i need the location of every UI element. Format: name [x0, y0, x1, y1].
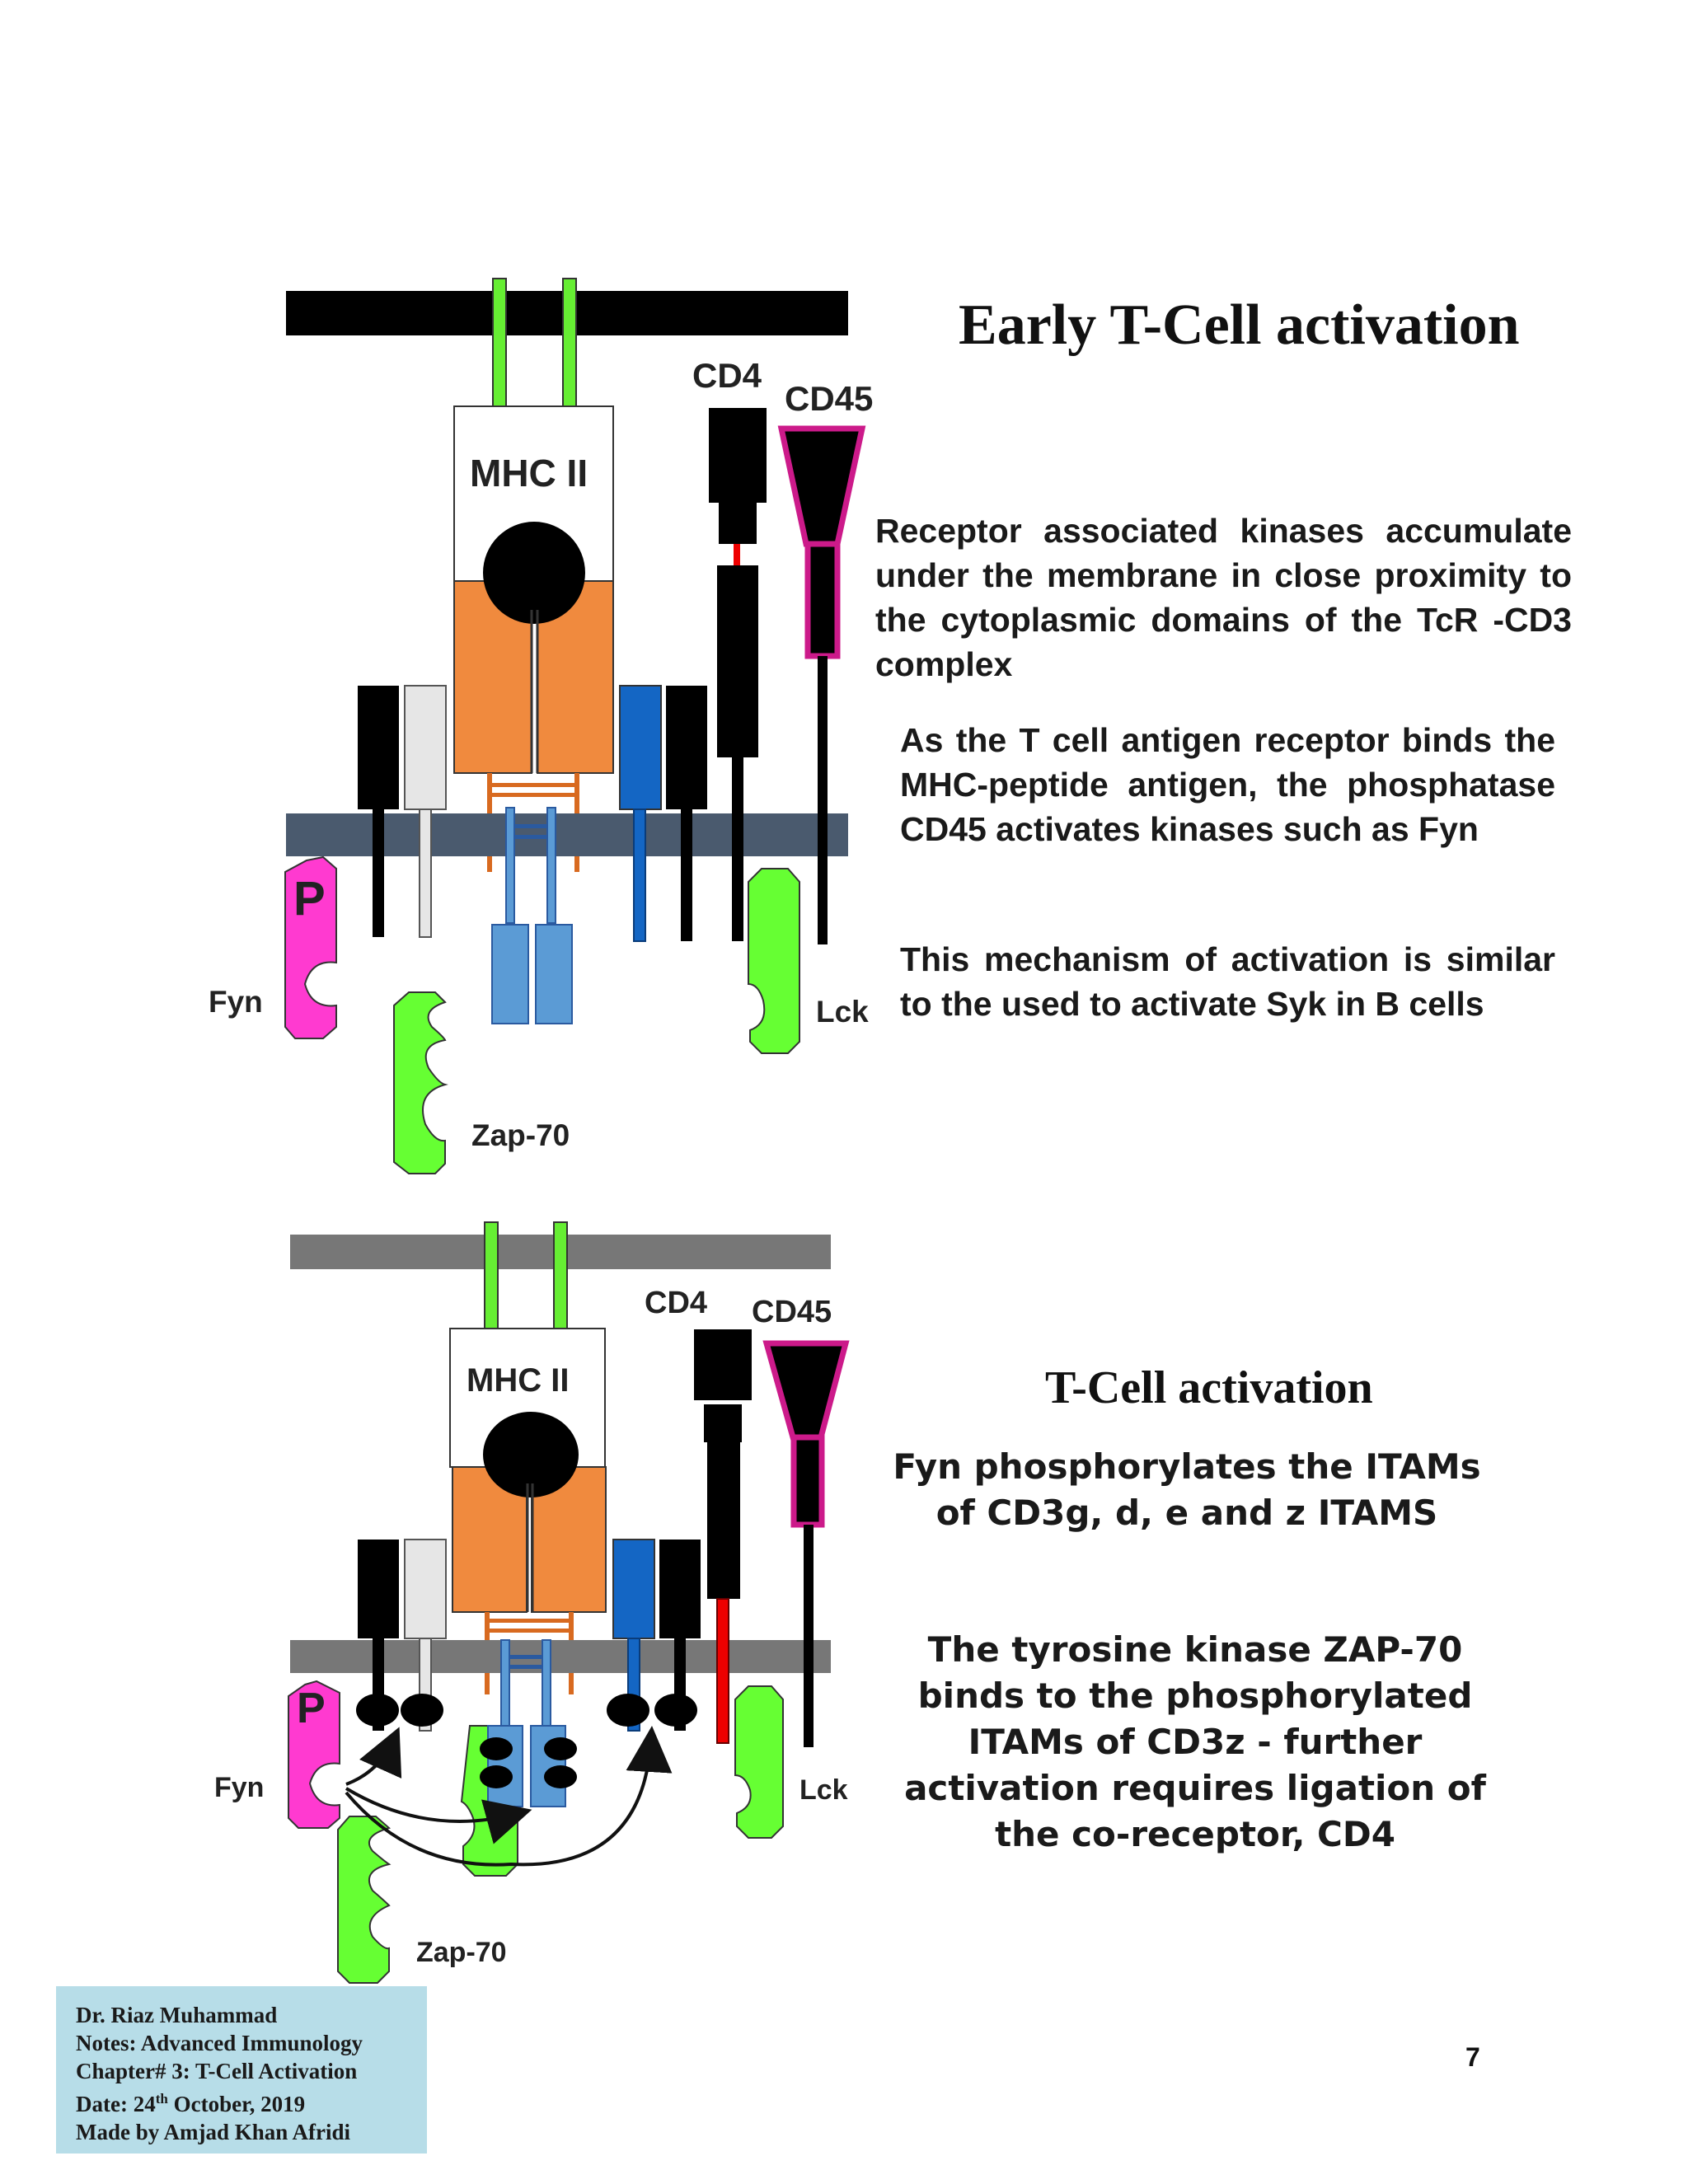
phosphorylation-arrow [345, 1726, 673, 1867]
panel1-paragraph2-text: As the T cell antigen receptor binds the… [900, 721, 1555, 848]
p-phosphate-label: P [297, 1685, 326, 1732]
panel2-text2-line: activation requires ligation of [904, 1768, 1486, 1808]
panel2-text1-line: Fyn phosphorylates the ITAMs [893, 1446, 1481, 1487]
cd4-domain [717, 565, 758, 757]
panel2-title: T-Cell activation [1045, 1362, 1373, 1413]
panel1-paragraph3-text: This mechanism of activation is similar … [900, 940, 1555, 1023]
lck-kinase [748, 868, 800, 1054]
footer-box: Dr. Riaz Muhammad Notes: Advanced Immuno… [56, 1986, 427, 2154]
panel2-text2-line: ITAMs of CD3z - further [968, 1722, 1423, 1762]
peptide-ball [483, 1412, 579, 1497]
lck-kinase [734, 1685, 784, 1839]
cd4-domain [709, 408, 767, 503]
footer-date: Date: 24th October, 2019 [76, 2091, 306, 2116]
panel2-text1-line: of CD3g, d, e and z ITAMS [935, 1493, 1438, 1533]
phospho-itam [654, 1694, 697, 1727]
cd4-label: CD4 [645, 1286, 707, 1320]
phospho-itam [607, 1694, 649, 1727]
phosphorylation-arrow [345, 1727, 402, 1786]
mhc-ii-label: MHC II [470, 452, 588, 494]
panel2-text2-line: the co-receptor, CD4 [995, 1814, 1395, 1854]
panel1-paragraph-syk: This mechanism of activation is similar … [900, 937, 1555, 1026]
zap70-kinase [337, 1816, 392, 1984]
mhc-ii-label: MHC II [467, 1362, 569, 1399]
cd4-label: CD4 [692, 356, 762, 395]
fyn-label: Fyn [209, 985, 263, 1019]
footer-chapter: Chapter# 3: T-Cell Activation [76, 2059, 358, 2083]
cd3-chain [404, 685, 447, 810]
lck-label: Lck [816, 995, 869, 1029]
cd3-chain [358, 686, 399, 809]
phospho-itam [401, 1694, 443, 1727]
footer-made-by: Made by Amjad Khan Afridi [76, 2120, 351, 2144]
lck-label: Lck [799, 1774, 848, 1806]
panel1-diagram: MHC II CD4 CD45 P Fyn Zap-70 Lck [209, 278, 873, 1174]
t-cell-membrane [290, 1640, 831, 1673]
panel1-paragraph-cd45: As the T cell antigen receptor binds the… [900, 718, 1555, 851]
cd45-label: CD45 [752, 1295, 832, 1329]
panel1-paragraph-receptor: Receptor associated kinases accumulate u… [875, 509, 1572, 687]
phosphorylation-arrow [345, 1787, 532, 1844]
zap70-kinase [393, 991, 448, 1174]
panel2-text-fyn: Fyn phosphorylates the ITAMs of CD3g, d,… [824, 1444, 1550, 1536]
panel2-text-zap70: The tyrosine kinase ZAP-70 binds to the … [824, 1627, 1566, 1858]
page-number: 7 [1465, 2042, 1480, 2072]
panel2-text2-line: binds to the phosphorylated [917, 1675, 1473, 1716]
zeta-itam [491, 924, 529, 1024]
cd3-chain [666, 686, 707, 809]
footer-author: Dr. Riaz Muhammad [76, 2003, 278, 2027]
panel2-text2-line: The tyrosine kinase ZAP-70 [927, 1629, 1463, 1670]
peptide-ball [483, 522, 585, 624]
zap70-label: Zap-70 [416, 1937, 507, 1968]
panel1-title: Early T-Cell activation [959, 293, 1520, 357]
cd3-chain [619, 685, 662, 810]
p-phosphate-label: P [293, 872, 326, 926]
fyn-label: Fyn [214, 1772, 264, 1803]
zeta-itam [535, 924, 573, 1024]
zap70-label: Zap-70 [471, 1118, 570, 1152]
phospho-itam [356, 1694, 399, 1727]
cd45-label: CD45 [785, 379, 873, 418]
panel2-diagram: MHC II CD4 CD45 P Fyn Zap-70 [214, 1221, 850, 1984]
cd45-funnel [762, 1340, 850, 1441]
panel1-paragraph1-text: Receptor associated kinases accumulate u… [875, 512, 1572, 683]
fyn-kinase [288, 1680, 340, 1829]
fyn-kinase [284, 855, 337, 1039]
footer-notes: Notes: Advanced Immunology [76, 2031, 363, 2055]
